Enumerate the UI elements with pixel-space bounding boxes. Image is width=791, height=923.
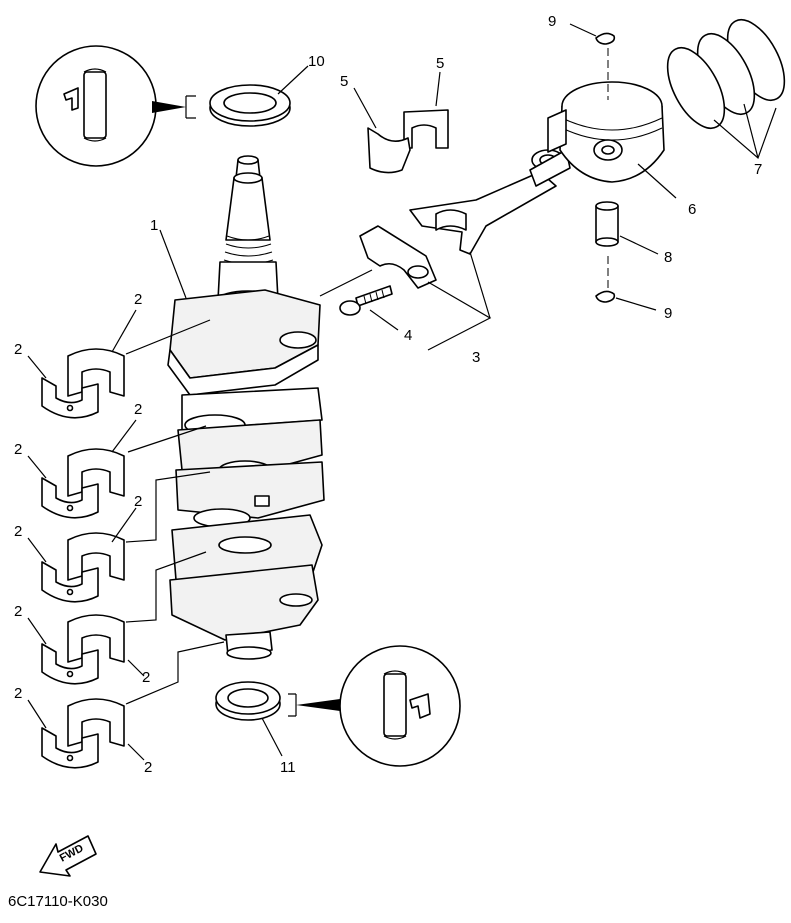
seal-detail-upper — [35, 45, 196, 167]
callout-2: 2 — [14, 523, 22, 540]
main-bearing-pair-4[interactable] — [41, 614, 125, 685]
crankshaft[interactable] — [167, 155, 325, 660]
callout-2: 2 — [14, 441, 22, 458]
callout-11: 11 — [280, 759, 296, 776]
callout-5: 5 — [436, 55, 444, 72]
callout-3: 3 — [472, 349, 480, 366]
rod-bolt[interactable] — [339, 285, 393, 316]
piston-pin-clip-lower[interactable] — [595, 290, 616, 303]
callout-2: 2 — [14, 685, 22, 702]
callout-4: 4 — [404, 327, 412, 344]
callout-1: 1 — [150, 217, 158, 234]
callout-6: 6 — [688, 201, 696, 218]
oil-seal-upper[interactable] — [209, 84, 291, 127]
piston-rings[interactable] — [656, 11, 791, 137]
callout-9: 9 — [664, 305, 672, 322]
callout-labels: 10 1 2 2 2 2 2 2 2 2 2 2 3 4 5 5 6 7 8 9… — [14, 13, 762, 776]
callout-5: 5 — [340, 73, 348, 90]
forward-arrow-icon: FWD — [39, 835, 97, 877]
main-bearing-pair-3[interactable] — [41, 532, 125, 603]
piston-pin[interactable] — [595, 201, 619, 247]
callout-8: 8 — [664, 249, 672, 266]
seal-detail-lower — [288, 645, 461, 767]
diagram-code: 6C17110-K030 — [8, 893, 108, 910]
main-bearing-pair-5[interactable] — [41, 698, 125, 769]
callout-2: 2 — [14, 341, 22, 358]
connecting-rod[interactable] — [409, 149, 571, 255]
callout-10: 10 — [308, 53, 325, 70]
callout-2: 2 — [134, 493, 142, 510]
rod-cap[interactable] — [359, 225, 437, 289]
callout-2: 2 — [144, 759, 152, 776]
oil-seal-lower[interactable] — [215, 681, 281, 721]
callout-2: 2 — [134, 401, 142, 418]
main-bearing-pair-2[interactable] — [41, 448, 125, 519]
callout-2: 2 — [142, 669, 150, 686]
callout-9: 9 — [548, 13, 556, 30]
rod-bearing-upper[interactable] — [403, 109, 449, 149]
main-bearing-pair-1[interactable] — [41, 348, 125, 419]
leader-lines — [27, 23, 777, 761]
piston-pin-clip-upper[interactable] — [595, 32, 616, 45]
callout-7: 7 — [754, 161, 762, 178]
piston[interactable] — [547, 81, 665, 183]
callout-2: 2 — [14, 603, 22, 620]
callout-2: 2 — [134, 291, 142, 308]
rod-bearing-lower[interactable] — [367, 127, 411, 174]
